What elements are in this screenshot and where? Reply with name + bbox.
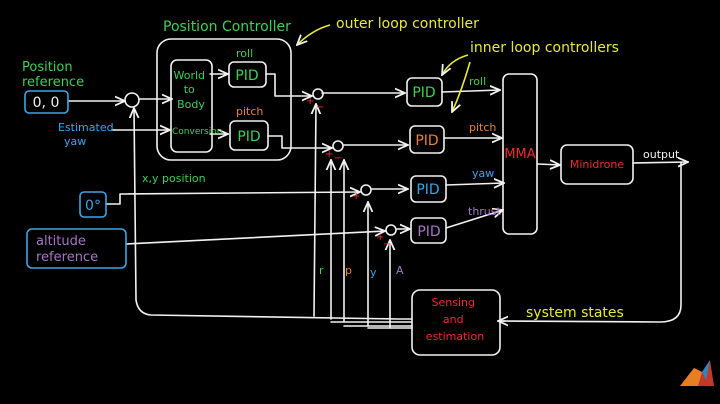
position-reference-line1: Position xyxy=(22,60,73,75)
feedback-y: y xyxy=(370,266,377,279)
sensing-line1: Sensing xyxy=(432,296,475,309)
inner-pid-roll-box xyxy=(406,77,443,107)
sensing-block: Sensing and estimation xyxy=(411,289,501,356)
estimated-yaw-line1: Estimated xyxy=(58,121,114,134)
sum-altitude xyxy=(385,224,397,236)
wiring xyxy=(67,74,688,329)
pc-roll-label: roll xyxy=(236,47,253,60)
inner-loop-annotation: inner loop controllers xyxy=(470,40,619,56)
altitude-reference-line2: reference xyxy=(36,250,98,265)
sensing-line3: estimation xyxy=(426,330,484,343)
pc-pitch-label: pitch xyxy=(236,105,263,118)
inner-loop-arrow-a xyxy=(442,54,469,75)
position-reference-line2: reference xyxy=(22,75,84,90)
mma-label: MMA xyxy=(504,147,535,162)
minidrone-block: Minidrone xyxy=(560,144,634,185)
altitude-reference-line1: altitude xyxy=(36,234,86,249)
feedback-a: A xyxy=(396,264,404,277)
sum-yaw xyxy=(360,184,372,196)
mma-box xyxy=(502,73,538,235)
inner-pid-yaw-box xyxy=(410,175,447,203)
conversion-line3: Body xyxy=(177,98,205,111)
yaw-setpoint-value: 0° xyxy=(85,198,101,214)
sum-position xyxy=(124,92,140,108)
estimated-yaw-line2: yaw xyxy=(64,135,86,148)
feedback-labels: r p y A xyxy=(319,264,404,279)
position-reference-box xyxy=(24,90,69,114)
position-controller-box xyxy=(156,38,292,161)
sum-roll xyxy=(312,88,324,100)
pc-pid-roll-box xyxy=(228,61,267,88)
inner-pid-yaw-label: PID xyxy=(416,182,439,198)
mma-block: MMA xyxy=(502,73,538,235)
inner-pid-pitch-label: PID xyxy=(415,133,438,149)
pc-pid-pitch-label: PID xyxy=(237,129,260,145)
yaw-setpoint-box xyxy=(79,191,107,218)
sign-minus-alt: − xyxy=(383,239,391,250)
feedback-p: p xyxy=(345,264,352,277)
outer-loop-arrow xyxy=(297,24,331,45)
inner-pid-roll-label: PID xyxy=(412,85,435,101)
position-controller-title: Position Controller xyxy=(163,19,291,35)
feedback-r: r xyxy=(319,264,324,277)
system-states-annotation: system states xyxy=(526,305,624,321)
sensing-line2: and xyxy=(443,313,464,326)
annotations: outer loop controller inner loop control… xyxy=(297,16,680,321)
inner-pid-thrust-box xyxy=(410,217,447,244)
inner-loop-controllers: PID roll PID pitch PID yaw PID thrust xyxy=(406,75,502,244)
minidrone-box xyxy=(560,144,634,185)
sign-plus-alt: + xyxy=(376,232,384,243)
sign-plus-yaw: + xyxy=(352,191,360,202)
inner-loop-arrow-b xyxy=(452,61,471,112)
minidrone-label: Minidrone xyxy=(570,158,625,171)
conversion-line2: to xyxy=(184,83,195,96)
pc-pid-pitch-box xyxy=(229,120,269,151)
inner-thrust-label: thrust xyxy=(468,205,502,218)
yaw-setpoint-group: 0° xyxy=(79,191,107,218)
position-reference-group: Position reference 0, 0 xyxy=(22,60,84,114)
inner-yaw-label: yaw xyxy=(472,167,494,180)
sign-plus-roll: + xyxy=(306,96,314,107)
conversion-line1: World xyxy=(173,69,205,82)
sensing-label: Sensing and estimation xyxy=(426,296,484,343)
output-label: output xyxy=(643,148,680,161)
sign-minus-roll: − xyxy=(316,102,324,113)
inner-pitch-label: pitch xyxy=(469,121,496,134)
logo-icon xyxy=(680,360,714,386)
conversion-label: World to Body xyxy=(173,69,208,111)
estimated-yaw-label: Estimated yaw xyxy=(58,121,117,148)
conversion-tag: Conversion xyxy=(172,127,222,137)
sign-plus-pitch: + xyxy=(325,149,333,160)
sign-minus-pitch: − xyxy=(334,153,342,164)
altitude-reference-box xyxy=(26,228,127,269)
inner-pid-pitch-box xyxy=(409,125,445,154)
conversion-box xyxy=(170,59,213,153)
pc-pid-roll-label: PID xyxy=(235,68,258,84)
sum-pitch xyxy=(332,140,344,152)
sum-junctions xyxy=(124,88,397,236)
position-reference-label: Position reference xyxy=(22,60,84,90)
position-controller: Position Controller World to Body Conver… xyxy=(156,19,292,161)
inner-pid-thrust-label: PID xyxy=(417,224,440,240)
altitude-reference-value: altitude reference xyxy=(36,234,98,265)
position-reference-value: 0, 0 xyxy=(33,95,60,111)
sensing-box xyxy=(411,289,501,356)
altitude-reference-group: altitude reference xyxy=(26,228,127,269)
inner-roll-label: roll xyxy=(469,75,486,88)
xy-position-label: x,y position xyxy=(142,172,206,185)
outer-loop-annotation: outer loop controller xyxy=(336,16,479,32)
